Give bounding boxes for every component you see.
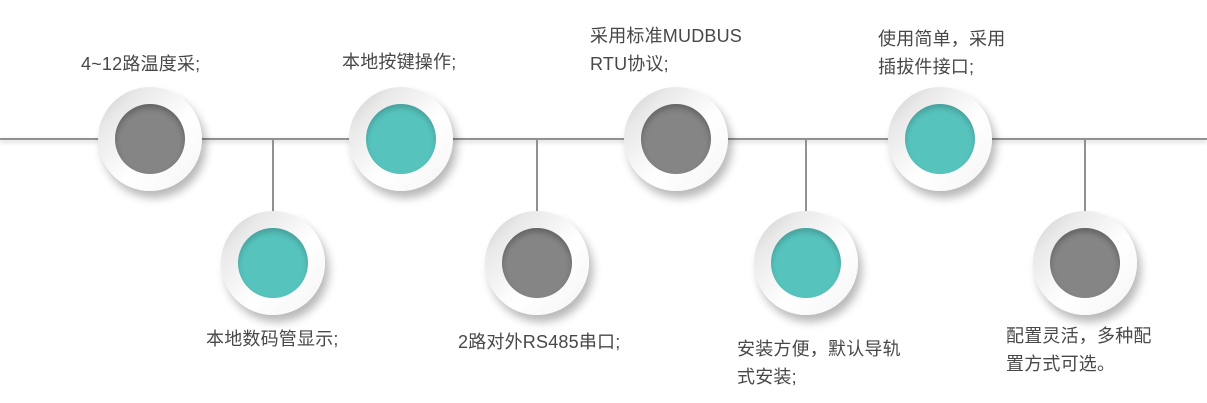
connector-line-digital-tube-display (272, 139, 274, 219)
dot-core-gray (115, 104, 185, 174)
label-line: 使用简单，采用 (878, 29, 1006, 49)
timeline-axis-line (0, 138, 1207, 140)
feature-dot-din-rail-mounting (754, 211, 858, 315)
feature-dot-digital-tube-display (221, 211, 325, 315)
label-line: 式安装; (737, 367, 797, 387)
label-line: 4~12路温度采; (81, 54, 201, 74)
label-line: 本地数码管显示; (206, 329, 339, 349)
feature-dot-local-keys (349, 87, 453, 191)
dot-core-teal (771, 228, 841, 298)
label-rs485-ports: 2路对外RS485串口; (458, 328, 620, 356)
label-temperature-channels: 4~12路温度采; (81, 50, 200, 78)
label-flexible-configuration: 配置灵活，多种配 置方式可选。 (1006, 322, 1152, 378)
label-digital-tube-display: 本地数码管显示; (206, 325, 339, 353)
dot-core-teal (238, 228, 308, 298)
connector-line-din-rail-mounting (805, 139, 807, 219)
feature-dot-rs485-ports (485, 211, 589, 315)
label-line: 插拔件接口; (878, 57, 975, 77)
label-modbus-protocol: 采用标准MUDBUS RTU协议; (590, 22, 742, 78)
label-din-rail-mounting: 安装方便，默认导轨 式安装; (737, 335, 901, 391)
dot-core-teal (366, 104, 436, 174)
connector-line-flexible-configuration (1084, 139, 1086, 219)
label-line: 本地按键操作; (342, 52, 457, 72)
label-line: 配置灵活，多种配 (1006, 326, 1152, 346)
label-line: RTU协议; (590, 54, 669, 74)
feature-dot-plug-in-interface (888, 87, 992, 191)
dot-core-teal (905, 104, 975, 174)
label-line: 2路对外RS485串口; (458, 332, 621, 352)
feature-dot-modbus-protocol (624, 87, 728, 191)
label-local-keys: 本地按键操作; (342, 48, 456, 76)
dot-core-gray (1050, 228, 1120, 298)
feature-dot-temperature-channels (98, 87, 202, 191)
dot-core-gray (641, 104, 711, 174)
feature-dot-flexible-configuration (1033, 211, 1137, 315)
label-line: 安装方便，默认导轨 (737, 339, 901, 359)
label-line: 采用标准MUDBUS (590, 26, 743, 46)
label-line: 置方式可选。 (1006, 354, 1116, 374)
connector-line-rs485-ports (536, 139, 538, 219)
dot-core-gray (502, 228, 572, 298)
label-plug-in-interface: 使用简单，采用 插拔件接口; (878, 25, 1005, 81)
